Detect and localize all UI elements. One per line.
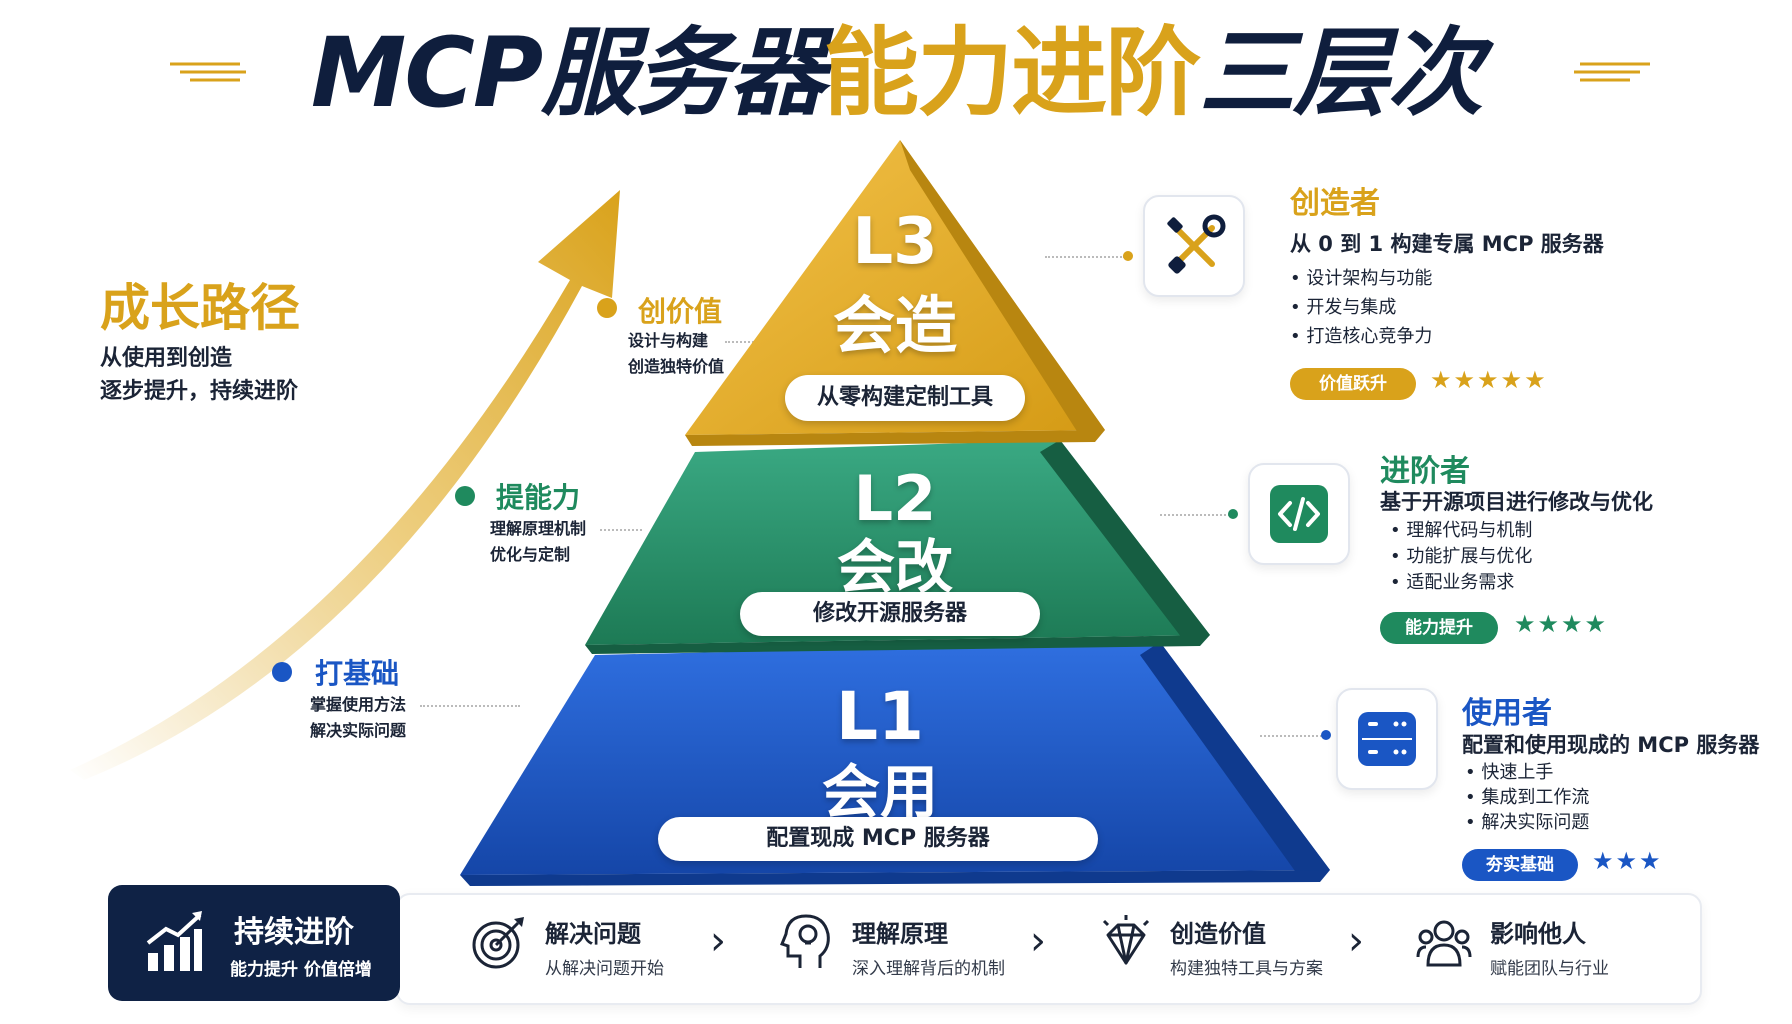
level-name-l3: 会造 <box>832 289 957 362</box>
list-item: 解决实际问题 <box>1465 810 1589 835</box>
tools-icon <box>1167 214 1226 274</box>
role-bullets-l3: 设计架构与功能 开发与集成 打造核心竞争力 <box>1290 264 1432 351</box>
role-title-l3: 创造者 <box>1290 186 1380 221</box>
dot-l2 <box>455 486 475 506</box>
lightbulb-head-icon <box>780 914 830 968</box>
list-item: 理解代码与机制 <box>1390 518 1532 544</box>
dot-l3 <box>597 298 617 318</box>
growth-line-2: 逐步提升，持续进阶 <box>100 379 299 404</box>
tools-icon-box <box>1143 195 1245 297</box>
connector-l2-right <box>1160 514 1230 516</box>
title-deco-right <box>1574 62 1650 82</box>
side-label-l3: 创价值 <box>638 295 723 328</box>
step-sub-1: 从解决问题开始 <box>545 959 664 979</box>
list-item: 开发与集成 <box>1290 293 1432 322</box>
stars-l3: ★★★★★ <box>1430 366 1548 394</box>
list-item: 集成到工作流 <box>1465 785 1589 810</box>
role-desc-l1: 配置和使用现成的 MCP 服务器 <box>1462 733 1760 757</box>
role-title-l1: 使用者 <box>1462 696 1552 731</box>
side-sub-l2: 理解原理机制优化与定制 <box>490 519 587 564</box>
growth-arrow <box>70 190 620 780</box>
badge-l2: 能力提升 <box>1380 612 1498 644</box>
bar-chart-growth-icon <box>146 911 202 971</box>
step-title-3: 创造价值 <box>1170 920 1266 948</box>
level-name-l1: 会用 <box>821 758 938 826</box>
page-title: MCP服务器能力进阶三层次 <box>310 17 1483 129</box>
server-icon-box <box>1336 688 1438 790</box>
step-sub-3: 构建独特工具与方案 <box>1170 959 1323 979</box>
connector-l3-right <box>1045 256 1125 258</box>
side-sub-l1: 掌握使用方法解决实际问题 <box>310 695 407 740</box>
pill-l3: 从零构建定制工具 <box>785 375 1025 421</box>
chevron-right-icon: › <box>1030 918 1046 964</box>
role-title-l2: 进阶者 <box>1380 454 1470 489</box>
connector-l3-left <box>725 341 770 343</box>
step-title-2: 理解原理 <box>852 920 948 948</box>
pill-l1: 配置现成 MCP 服务器 <box>658 817 1098 861</box>
target-icon <box>472 917 524 969</box>
pill-l2: 修改开源服务器 <box>740 592 1040 636</box>
step-sub-2: 深入理解背后的机制 <box>852 959 1005 979</box>
stars-l2: ★★★★ <box>1514 610 1609 638</box>
lead-title: 持续进阶 <box>234 915 354 950</box>
level-code-l1: L1 <box>836 678 924 755</box>
step-title-4: 影响他人 <box>1490 920 1586 948</box>
level-code-l3: L3 <box>852 205 938 279</box>
growth-title: 成长路径 <box>100 279 300 337</box>
list-item: 设计架构与功能 <box>1290 264 1432 293</box>
connector-l1-left <box>420 705 520 707</box>
code-icon <box>1270 485 1328 543</box>
role-desc-l3: 从 0 到 1 构建专属 MCP 服务器 <box>1290 232 1604 256</box>
pyramid <box>460 140 1330 886</box>
connector-l1-right <box>1260 735 1326 737</box>
title-deco-left <box>170 62 246 82</box>
list-item: 功能扩展与优化 <box>1390 544 1532 570</box>
level-code-l2: L2 <box>853 462 937 535</box>
connector-l2-left <box>600 529 642 531</box>
connector-dot-l2 <box>1228 509 1238 519</box>
role-bullets-l1: 快速上手 集成到工作流 解决实际问题 <box>1465 760 1589 835</box>
growth-line-1: 从使用到创造 <box>100 346 233 371</box>
chevron-right-icon: › <box>1348 918 1364 964</box>
role-bullets-l2: 理解代码与机制 功能扩展与优化 适配业务需求 <box>1390 518 1532 596</box>
list-item: 打造核心竞争力 <box>1290 322 1432 351</box>
level-name-l2: 会改 <box>836 533 953 601</box>
step-title-1: 解决问题 <box>545 920 641 948</box>
list-item: 快速上手 <box>1465 760 1589 785</box>
diamond-icon <box>1102 915 1150 965</box>
stars-l1: ★★★ <box>1592 847 1663 875</box>
dot-l1 <box>272 662 292 682</box>
badge-l3: 价值跃升 <box>1290 368 1416 400</box>
bottom-lead-card: 持续进阶 能力提升 价值倍增 <box>108 885 400 1001</box>
side-label-l1: 打基础 <box>315 657 400 690</box>
connector-dot-l3 <box>1123 251 1133 261</box>
side-sub-l3: 设计与构建创造独特价值 <box>628 331 725 376</box>
connector-dot-l1 <box>1321 730 1331 740</box>
side-label-l2: 提能力 <box>496 481 581 514</box>
list-item: 适配业务需求 <box>1390 570 1532 596</box>
people-icon <box>1416 920 1472 967</box>
chevron-right-icon: › <box>710 918 726 964</box>
code-icon-box <box>1248 463 1350 565</box>
role-desc-l2: 基于开源项目进行修改与优化 <box>1380 490 1653 514</box>
lead-sub: 能力提升 价值倍增 <box>230 960 372 980</box>
badge-l1: 夯实基础 <box>1462 849 1578 881</box>
server-icon <box>1358 712 1416 766</box>
bottom-steps-bar <box>396 893 1702 1005</box>
step-sub-4: 赋能团队与行业 <box>1490 959 1609 979</box>
